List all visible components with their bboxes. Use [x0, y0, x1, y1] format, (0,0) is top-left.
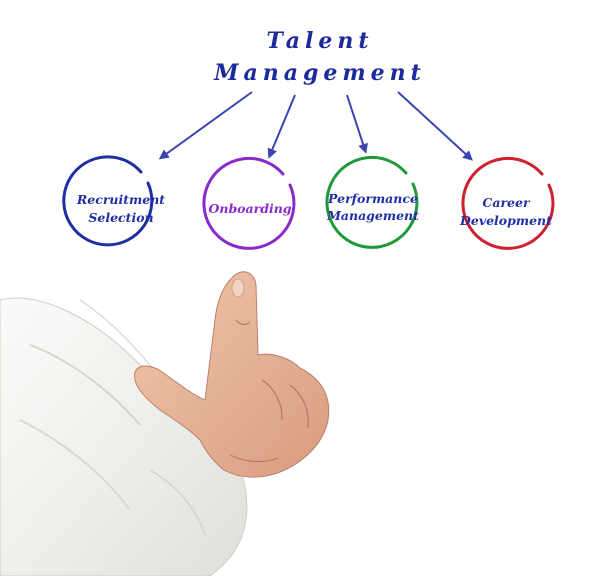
node-label-line-1: Onboarding	[208, 201, 291, 216]
node-label-line-2: Management	[326, 208, 419, 223]
title-line-2: Management	[213, 60, 426, 86]
arrow-to-performance	[346, 94, 368, 154]
node-label-line-2: Development	[459, 213, 552, 228]
node-recruitment-selection: Recruitment Selection	[62, 155, 165, 247]
node-performance-management: Performance Management	[325, 155, 419, 249]
sleeve-fold	[149, 469, 206, 536]
node-circle	[461, 156, 555, 250]
title-line-1: Talent	[266, 28, 373, 54]
node-career-development: Career Development	[459, 156, 555, 250]
node-circle	[325, 155, 419, 249]
arrow-to-career	[397, 91, 473, 161]
hand	[134, 271, 330, 478]
node-label-line-1: Recruitment	[76, 192, 165, 207]
pointing-hand-illustration	[0, 271, 330, 576]
sleeve-fold	[29, 344, 141, 426]
knuckle-line	[289, 384, 309, 429]
node-label-line-1: Career	[482, 195, 531, 210]
node-label-line-1: Performance	[327, 191, 418, 206]
node-label-line-2: Selection	[88, 210, 153, 225]
arrows	[158, 91, 473, 161]
finger-crease	[235, 319, 251, 326]
node-circle	[202, 156, 296, 250]
node-onboarding: Onboarding	[202, 156, 296, 250]
node-circle	[62, 155, 154, 247]
arrow-to-recruitment	[158, 91, 253, 160]
knuckle-line	[261, 379, 283, 421]
finger-crease	[229, 454, 279, 463]
arrow-to-onboarding	[267, 94, 296, 159]
sleeve-fold	[19, 419, 131, 511]
fingernail	[231, 278, 245, 298]
